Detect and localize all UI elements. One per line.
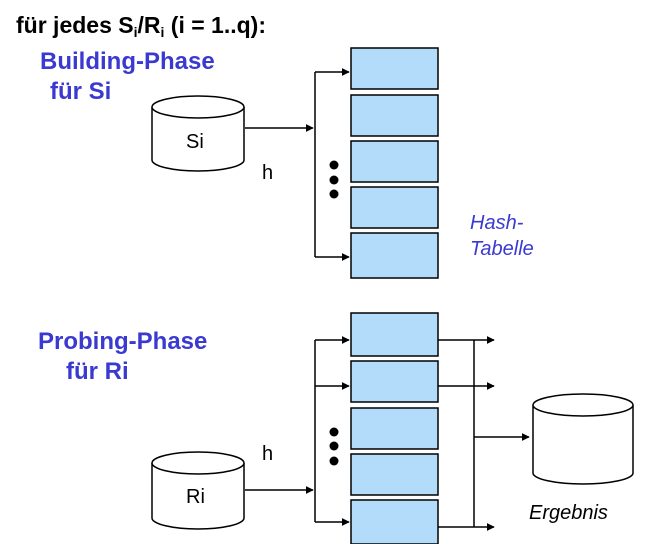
hash-bucket — [350, 140, 439, 183]
hash-function-label-building: h — [262, 162, 274, 184]
probing-hash-connectors — [245, 336, 350, 526]
hash-bucket — [350, 499, 439, 544]
probing-phase-subtitle: für Ri — [66, 358, 129, 385]
hash-table-label: Hash- Tabelle — [470, 212, 534, 260]
ellipsis-dots-probing — [329, 427, 339, 466]
hash-bucket — [350, 47, 439, 90]
si-db-label: Si — [186, 131, 204, 153]
hash-bucket — [350, 312, 439, 357]
ri-db-label: Ri — [186, 486, 205, 508]
hash-bucket — [350, 407, 439, 450]
hash-bucket — [350, 232, 439, 279]
ellipsis-dots-building — [329, 160, 339, 199]
probing-phase-heading: Probing-Phase für Ri — [38, 327, 207, 387]
building-phase-title: Building-Phase — [40, 48, 215, 75]
building-hash-connectors — [245, 68, 350, 261]
database-cylinder-si — [151, 95, 245, 172]
probing-phase-title: Probing-Phase — [38, 328, 208, 355]
hash-bucket — [350, 186, 439, 229]
hash-bucket — [350, 360, 439, 403]
database-cylinder-ri — [151, 451, 245, 530]
page-title: für jedes Si/Ri (i = 1..q): — [16, 12, 266, 40]
building-phase-subtitle: für Si — [50, 78, 112, 105]
database-cylinder-ergebnis — [532, 393, 634, 485]
hash-table-building — [350, 47, 439, 279]
hash-bucket — [350, 94, 439, 137]
hash-table-probing — [350, 312, 439, 544]
building-phase-heading: Building-Phase für Si — [40, 47, 215, 107]
hash-bucket — [350, 453, 439, 496]
hash-function-label-probing: h — [262, 443, 274, 465]
result-label: Ergebnis — [529, 502, 608, 524]
result-connectors — [438, 336, 530, 531]
